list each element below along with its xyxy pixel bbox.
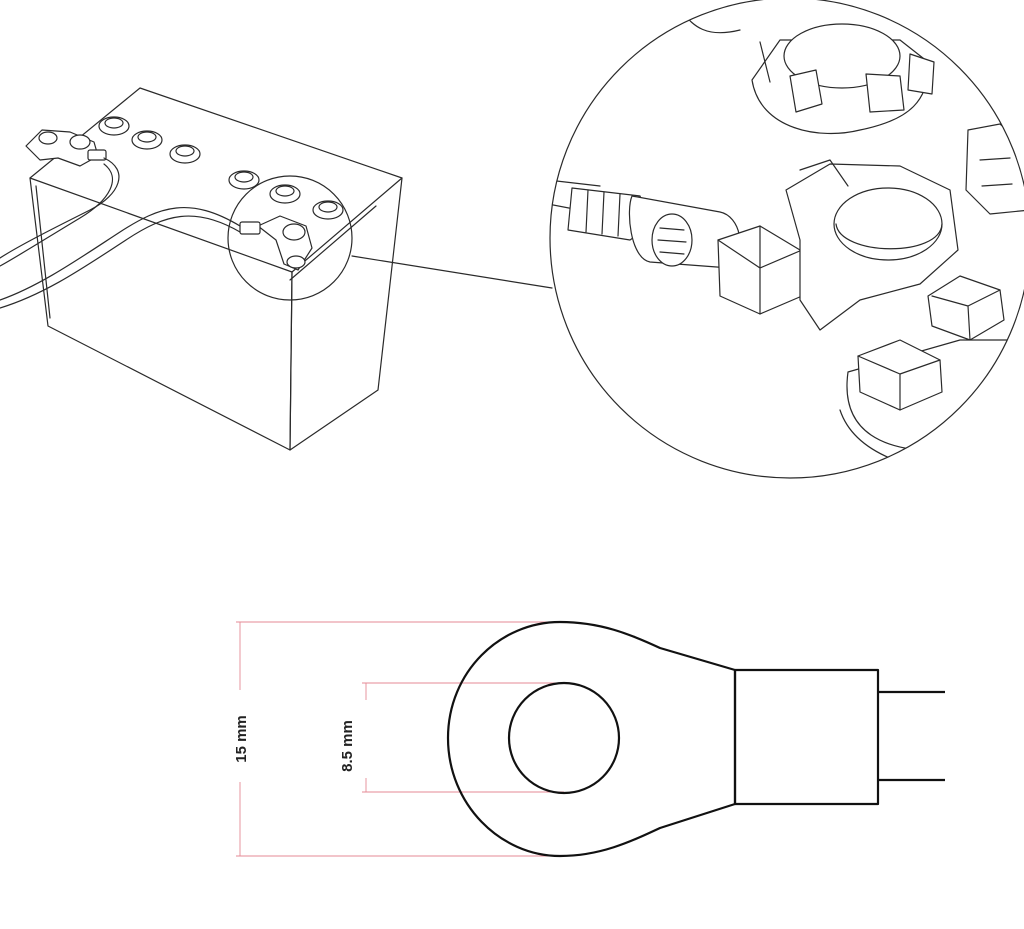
outer-diameter-label: 15 mm [233,715,250,763]
right-terminal-clamp [239,215,313,271]
battery-side-face [289,177,403,451]
crimp-barrel [733,668,880,806]
cell-cap [269,184,301,204]
battery-front-face [29,177,293,451]
zoom-top-cap [679,9,935,135]
zoom-right-cap [965,123,1024,215]
battery-edge-detail [35,185,377,319]
zoom-connector-line [351,255,553,289]
battery-illustration [0,87,553,451]
cell-cap [98,116,130,136]
battery-cell-caps [98,116,344,220]
zoom-clamp-body [785,159,959,331]
ring-terminal-hole [507,681,621,795]
battery-cables [0,157,241,309]
zoom-hex-bolt [717,225,803,315]
left-terminal-clamp [25,129,107,167]
ring-terminal-outline [446,620,737,858]
zoom-highlight-circle [227,175,353,301]
zoom-side-nut [927,275,1005,341]
battery-top-face [29,87,403,273]
zoomed-detail-view [549,0,1024,479]
zoom-plug-connector [550,179,741,269]
terminal-wires [878,690,945,782]
cell-cap [169,144,201,164]
cell-cap [228,170,260,190]
inner-diameter-label: 8.5 mm [339,720,356,772]
dimension-guides [236,621,564,857]
zoom-outline-circle [549,0,1024,479]
cell-cap [312,200,344,220]
cell-cap [131,130,163,150]
ring-terminal-drawing: 15 mm 8.5 mm [233,620,945,858]
